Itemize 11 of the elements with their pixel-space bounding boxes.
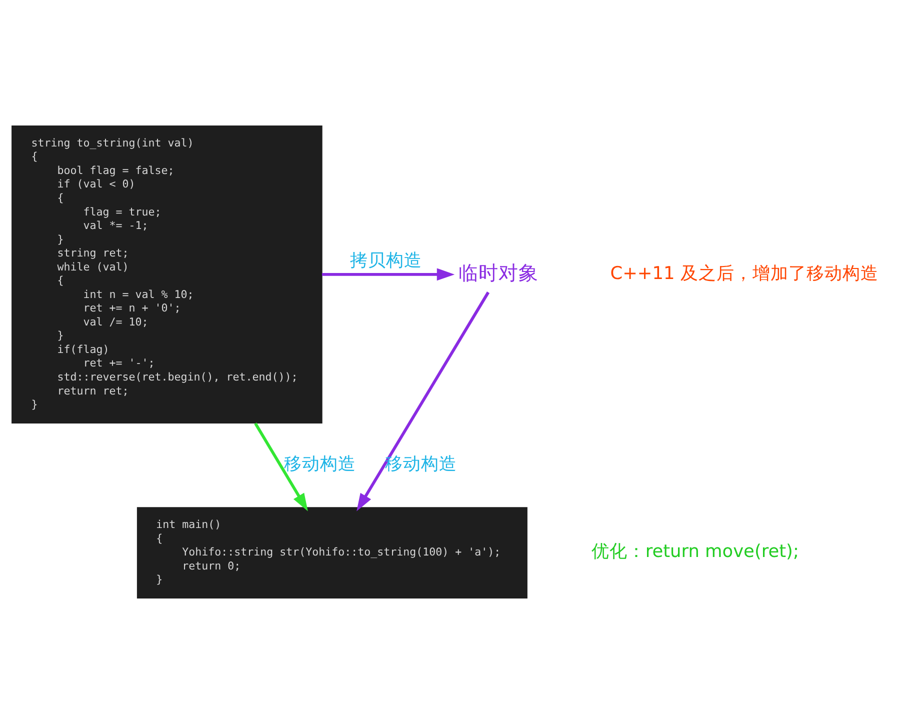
- edge-label: 移动构造: [284, 454, 356, 475]
- arrow: [356, 292, 490, 512]
- edge-label: 移动构造: [385, 454, 458, 475]
- label: C++11 及之后，增加了移动构造: [610, 264, 878, 284]
- label: 优化：return move(ret);: [591, 542, 799, 562]
- node-text: 临时对象: [458, 261, 538, 284]
- arrow: [322, 268, 455, 281]
- arrow: [254, 422, 308, 512]
- node-box: string to_string(int val) { bool flag = false; if (val < 0) { flag = true; val *= -1; } string ret; while (val) { int n = val % 10; ret += n + '0'; val /= 10; } if(flag) ret += '-'; std::reverse(ret.begin(), ret.end()); return ret; }: [12, 125, 322, 424]
- edge-label: 拷贝构造: [350, 251, 422, 271]
- node-box: int main() { Yohifo::string str(Yohifo::to_string(100) + 'a'); return 0; }: [136, 507, 528, 599]
